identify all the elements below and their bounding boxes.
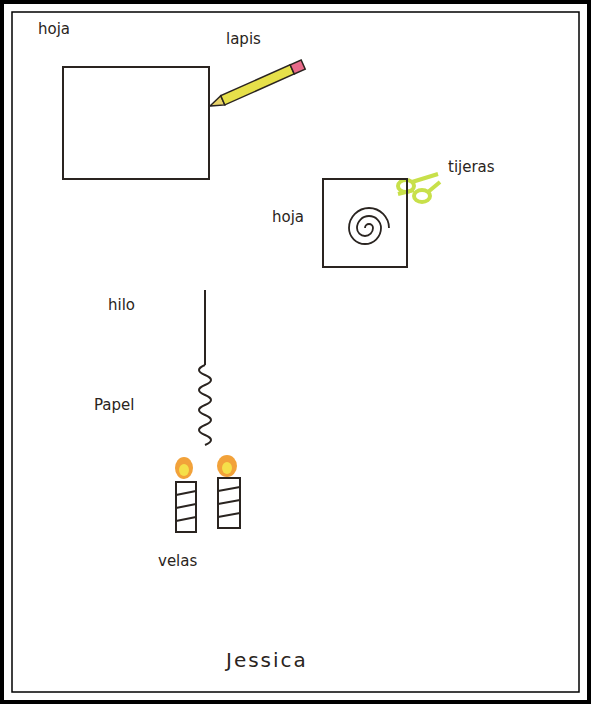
part-label: tijeras [448, 158, 495, 176]
sheet-label: hoja [272, 208, 304, 226]
thread-line [204, 290, 206, 365]
pencil-drawing [208, 60, 305, 111]
part-label: hilo [108, 296, 135, 314]
spiral-drawing [349, 208, 389, 244]
sheet-label: hoja [38, 20, 70, 38]
paper-spiral [199, 365, 211, 445]
part-label: Papel [94, 396, 134, 414]
part-label: velas [158, 552, 197, 570]
part-label: lapis [226, 30, 261, 48]
paper-sheet: hoja [322, 178, 408, 268]
part-label: Jessica [226, 648, 308, 672]
candles-drawing [175, 455, 240, 532]
inner-frame [12, 12, 579, 692]
paper-sheet: hoja [62, 66, 210, 180]
